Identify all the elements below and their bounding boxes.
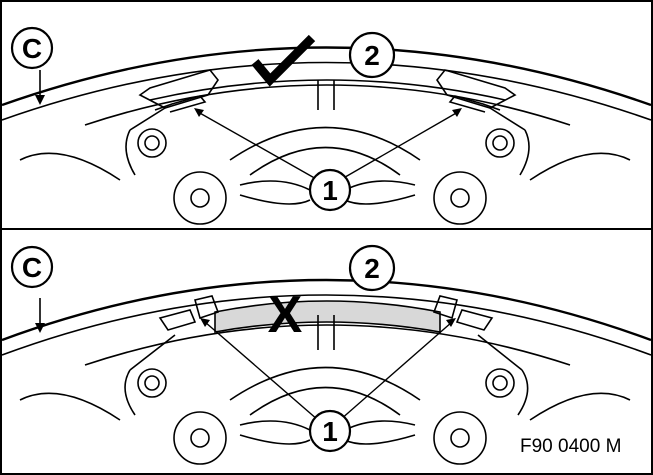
label-2-circle-top (348, 31, 396, 79)
arrowhead-1-right-bottom (446, 318, 456, 327)
label-2-circle-bottom (348, 244, 396, 292)
x-mark-icon: X (268, 286, 303, 344)
bottom-panel-frame (0, 228, 653, 475)
arrowhead-1-left-top (194, 108, 204, 117)
leader-1-left-bottom (204, 321, 319, 421)
leader-1-right-bottom (339, 321, 453, 421)
label-1-circle-bottom (308, 409, 352, 453)
arrowhead-1-left-bottom (200, 318, 210, 327)
label-1-circle-top (308, 168, 352, 212)
arrowhead-1-right-top (452, 108, 462, 117)
bottom-panel: C 2 1 X F90 0400 M (2, 244, 651, 465)
label-c-circle-bottom (10, 245, 54, 289)
label-c-circle-top (10, 26, 54, 70)
figure-code: F90 0400 M (520, 436, 621, 457)
checkmark-icon (251, 34, 316, 87)
label-1-bottom: 1 (322, 416, 338, 447)
label-1-top: 1 (322, 175, 338, 206)
leader-1-right-top (339, 111, 459, 181)
top-panel: C 2 1 (2, 26, 651, 225)
arrowhead-c-top (35, 95, 45, 105)
label-c-top: C (22, 33, 42, 64)
label-c-bottom: C (22, 252, 42, 283)
leader-1-left-top (197, 111, 319, 181)
label-2-bottom: 2 (364, 253, 380, 284)
label-2-top: 2 (364, 40, 380, 71)
arrowhead-c-bottom (35, 323, 45, 333)
